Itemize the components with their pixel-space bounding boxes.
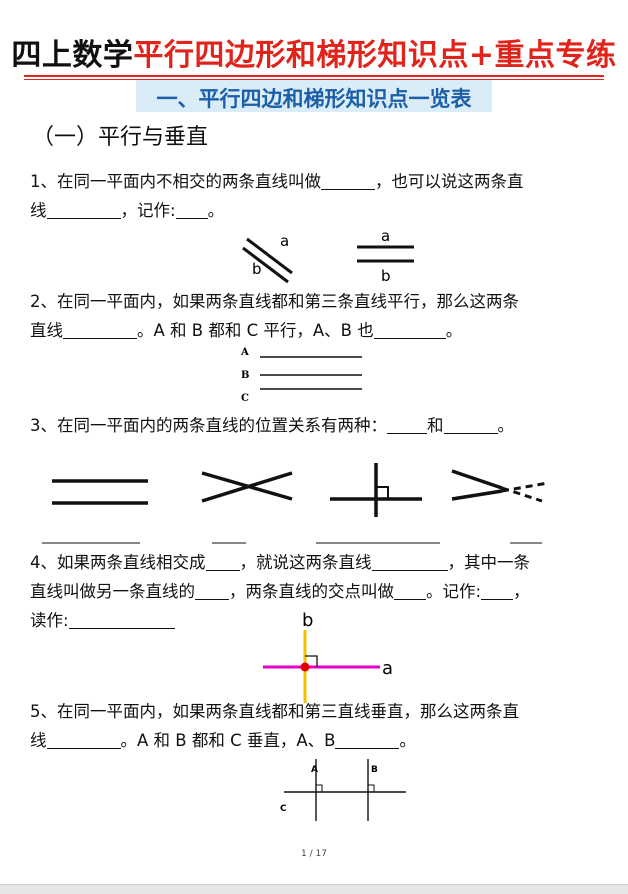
- label-A: A: [240, 347, 249, 358]
- title-underline-thin: [24, 79, 604, 80]
- line-b: [242, 246, 289, 284]
- parallel-pair: [52, 479, 148, 505]
- figure-parallel-lines: a b a b: [242, 227, 414, 285]
- blank[interactable]: [481, 581, 514, 600]
- blank[interactable]: [205, 552, 240, 571]
- question-4: 4、如果两条直线相交成，就说这两条直线，其中一条 直线叫做另一条直线的，两条直线…: [30, 552, 530, 630]
- label-a2: a: [381, 227, 390, 245]
- figure-two-perpendiculars: A B C: [280, 759, 406, 821]
- label-A: A: [311, 765, 318, 775]
- label-B: B: [371, 765, 378, 775]
- blank[interactable]: [335, 730, 400, 749]
- viewer-bottom-bar: [0, 884, 628, 894]
- label-b2: b: [381, 267, 391, 285]
- question-5-line-2: 线。A 和 B 都和 C 垂直，A、B。: [30, 730, 416, 750]
- blank[interactable]: [373, 320, 446, 339]
- question-3: 3、在同一平面内的两条直线的位置关系有两种：和。: [30, 415, 514, 435]
- blank[interactable]: [443, 415, 498, 434]
- page-number: 1 / 17: [301, 849, 327, 859]
- blank[interactable]: [68, 610, 175, 629]
- blank[interactable]: [63, 320, 137, 339]
- blank[interactable]: [321, 171, 375, 190]
- question-2-line-1: 2、在同一平面内，如果两条直线都和第三条直线平行，那么这两条: [30, 292, 519, 311]
- sub-heading: （一）平行与垂直: [32, 125, 209, 150]
- blank[interactable]: [371, 552, 448, 571]
- label-a: a: [280, 232, 289, 250]
- question-2-line-2: 直线。A 和 B 都和 C 平行，A、B 也。: [30, 320, 463, 340]
- line-a: [246, 237, 293, 275]
- right-angle-mark-b: [368, 784, 375, 792]
- intersection-point: [300, 662, 310, 672]
- section-heading: 一、平行四边和梯形知识点一览表: [156, 87, 472, 111]
- blank[interactable]: [394, 581, 426, 600]
- question-1-line-1: 1、在同一平面内不相交的两条直线叫做，也可以说这两条直: [30, 171, 524, 191]
- question-1-line-2: 线，记作:。: [30, 200, 225, 220]
- label-a: a: [382, 658, 393, 679]
- blank[interactable]: [387, 415, 427, 434]
- figure-perpendicular-colored: b a: [263, 610, 393, 703]
- figure-three-parallel-lines: A B C: [240, 347, 362, 404]
- question-5: 5、在同一平面内，如果两条直线都和第三直线垂直，那么这两条直 线。A 和 B 都…: [30, 697, 600, 755]
- question-1: 1、在同一平面内不相交的两条直线叫做，也可以说这两条直 线，记作:。: [30, 167, 600, 225]
- label-b: b: [252, 260, 262, 278]
- title-black-part: 四上数学: [11, 38, 134, 73]
- title-underline: [24, 75, 604, 77]
- extended-intersection: [451, 469, 549, 503]
- label-C: C: [241, 393, 249, 404]
- label-b: b: [302, 610, 313, 631]
- section-banner: [136, 80, 492, 112]
- label-B: B: [241, 370, 249, 381]
- intersecting-pair: [201, 471, 293, 503]
- blank[interactable]: [46, 730, 121, 749]
- title-red-part: 平行四边形和梯形知识点+重点专练: [133, 38, 617, 73]
- right-angle-mark: [305, 655, 318, 667]
- page-title: 四上数学平行四边形和梯形知识点+重点专练: [0, 30, 628, 74]
- question-2: 2、在同一平面内，如果两条直线都和第三条直线平行，那么这两条 直线。A 和 B …: [30, 287, 600, 345]
- blank[interactable]: [195, 581, 229, 600]
- perpendicular-pair: [330, 463, 422, 517]
- figure-line-relationships: [42, 463, 549, 544]
- question-5-line-1: 5、在同一平面内，如果两条直线都和第三直线垂直，那么这两条直: [30, 702, 519, 721]
- blank[interactable]: [175, 200, 208, 219]
- label-C: C: [280, 804, 287, 814]
- right-angle-mark-a: [316, 784, 323, 792]
- blank[interactable]: [46, 200, 121, 219]
